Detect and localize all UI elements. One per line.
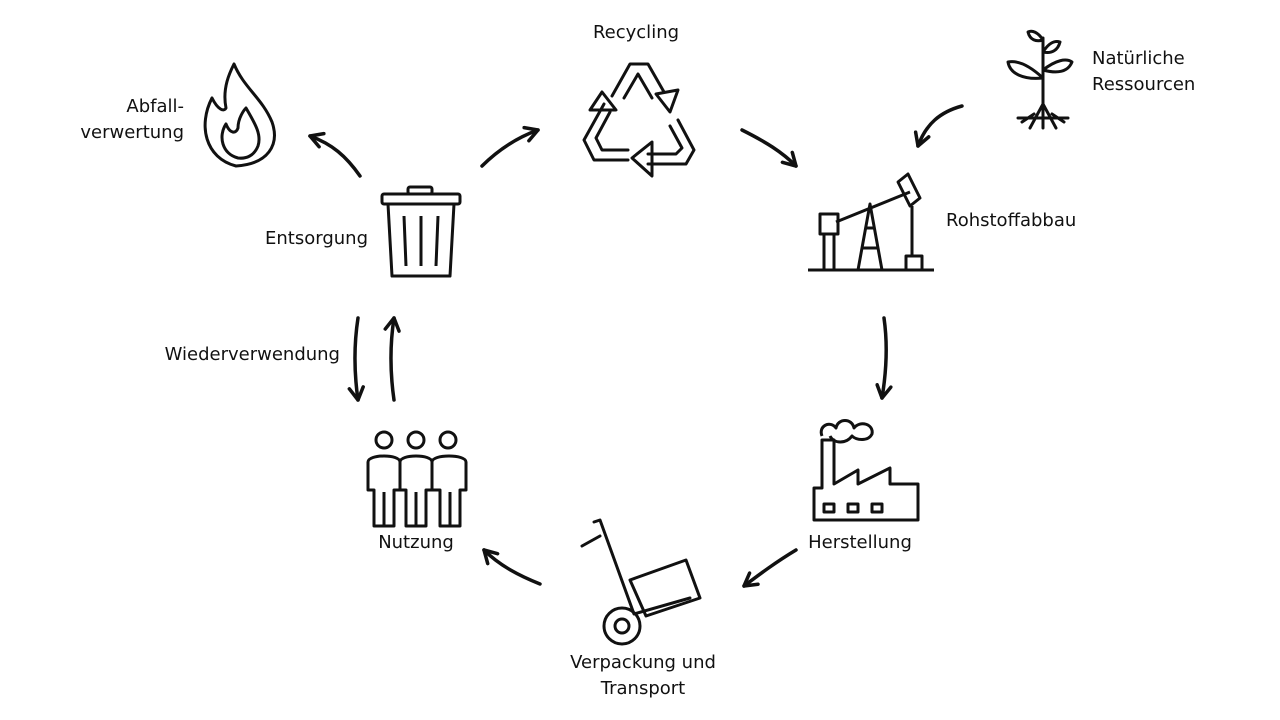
plant-icon xyxy=(1006,29,1074,130)
extraction-label: Rohstoffabbau xyxy=(946,210,1077,231)
hand-truck-icon xyxy=(580,518,702,646)
waste-recovery-label: Abfall- verwertung xyxy=(80,96,184,143)
flame-icon xyxy=(203,62,276,168)
disposal-label: Entsorgung xyxy=(265,228,368,249)
packaging-transport-label: Verpackung und Transport xyxy=(570,652,716,699)
pumpjack-icon xyxy=(808,172,934,272)
arrow-disposal-to-waste-recovery xyxy=(308,131,362,178)
arrow-production-to-transport xyxy=(742,548,798,588)
recycling-label: Recycling xyxy=(592,22,680,43)
arrow-recycling-to-extraction xyxy=(740,128,798,168)
arrow-disposal-to-recycling xyxy=(480,125,540,168)
factory-icon xyxy=(812,419,920,522)
arrow-extraction-to-production xyxy=(875,316,893,400)
arrow-use-to-disposal xyxy=(383,316,401,402)
arrow-resources-to-extraction xyxy=(913,104,964,148)
people-icon xyxy=(366,430,468,528)
arrow-transport-to-use xyxy=(482,548,542,586)
reuse-label: Wiederverwendung xyxy=(164,344,340,365)
arrow-disposal-to-use xyxy=(347,316,365,402)
natural-resources-label: Natürliche Ressourcen xyxy=(1092,48,1196,95)
production-label: Herstellung xyxy=(808,532,912,553)
use-label: Nutzung xyxy=(378,532,454,553)
trash-can-icon xyxy=(380,185,462,278)
recycling-icon xyxy=(582,62,696,178)
